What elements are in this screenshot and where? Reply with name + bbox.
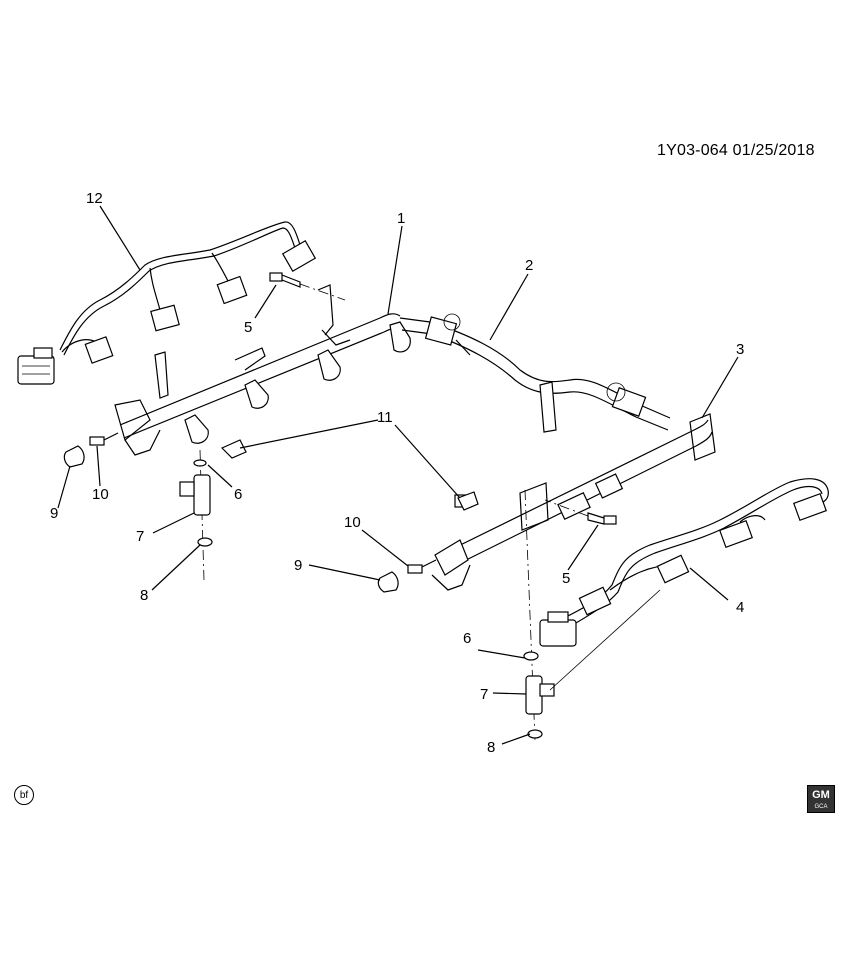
part-11-retainer-left	[220, 439, 247, 459]
part-10-valve-left	[89, 432, 119, 446]
callout-6-left: 6	[234, 486, 242, 503]
part-8-seal-left	[197, 537, 213, 547]
callout-5-left: 5	[244, 319, 252, 336]
part-7-injector-left	[193, 474, 211, 516]
gm-logo: GM GCA	[807, 785, 835, 813]
callout-7-right: 7	[480, 686, 488, 703]
bf-mark: bf	[14, 785, 34, 805]
part-5-bolt-left	[269, 272, 346, 301]
callout-10-right: 10	[344, 514, 361, 531]
leader-lines	[57, 205, 739, 745]
callout-8-right: 8	[487, 739, 495, 756]
part-2-crossover-pipe	[399, 313, 671, 433]
callout-6-right: 6	[463, 630, 471, 647]
callout-9-right: 9	[294, 557, 302, 574]
callout-3: 3	[736, 341, 744, 358]
part-8-seal-right	[527, 729, 543, 739]
callout-12: 12	[86, 190, 103, 207]
injector-stack-left	[179, 449, 213, 581]
part-9-cap-right	[377, 571, 399, 593]
callout-4: 4	[736, 599, 744, 616]
callout-1: 1	[397, 210, 405, 227]
part-3-fuel-rail-right	[431, 413, 716, 591]
part-1-fuel-rail-left	[114, 284, 411, 456]
part-12-wiring-harness-left	[17, 221, 317, 385]
part-6-oring-left	[193, 459, 207, 467]
callout-8-left: 8	[140, 587, 148, 604]
callout-11: 11	[377, 409, 393, 426]
callout-2: 2	[525, 257, 533, 274]
callout-10-left: 10	[92, 486, 109, 503]
part-5-bolt-right	[544, 499, 617, 525]
part-6-oring-right	[523, 651, 539, 661]
gm-logo-text: GM	[812, 789, 830, 801]
part-4-wiring-harness-right	[539, 478, 829, 647]
part-11-retainer-right	[457, 491, 479, 511]
callout-7-left: 7	[136, 528, 144, 545]
part-9-cap-left	[63, 445, 85, 468]
gm-logo-subtext: GCA	[814, 804, 828, 810]
callout-9-left: 9	[50, 505, 58, 522]
callout-5-right: 5	[562, 570, 570, 587]
injector-stack-right	[523, 489, 661, 741]
diagram-code: 1Y03-064 01/25/2018	[657, 142, 815, 159]
part-10-valve-right	[407, 559, 437, 574]
